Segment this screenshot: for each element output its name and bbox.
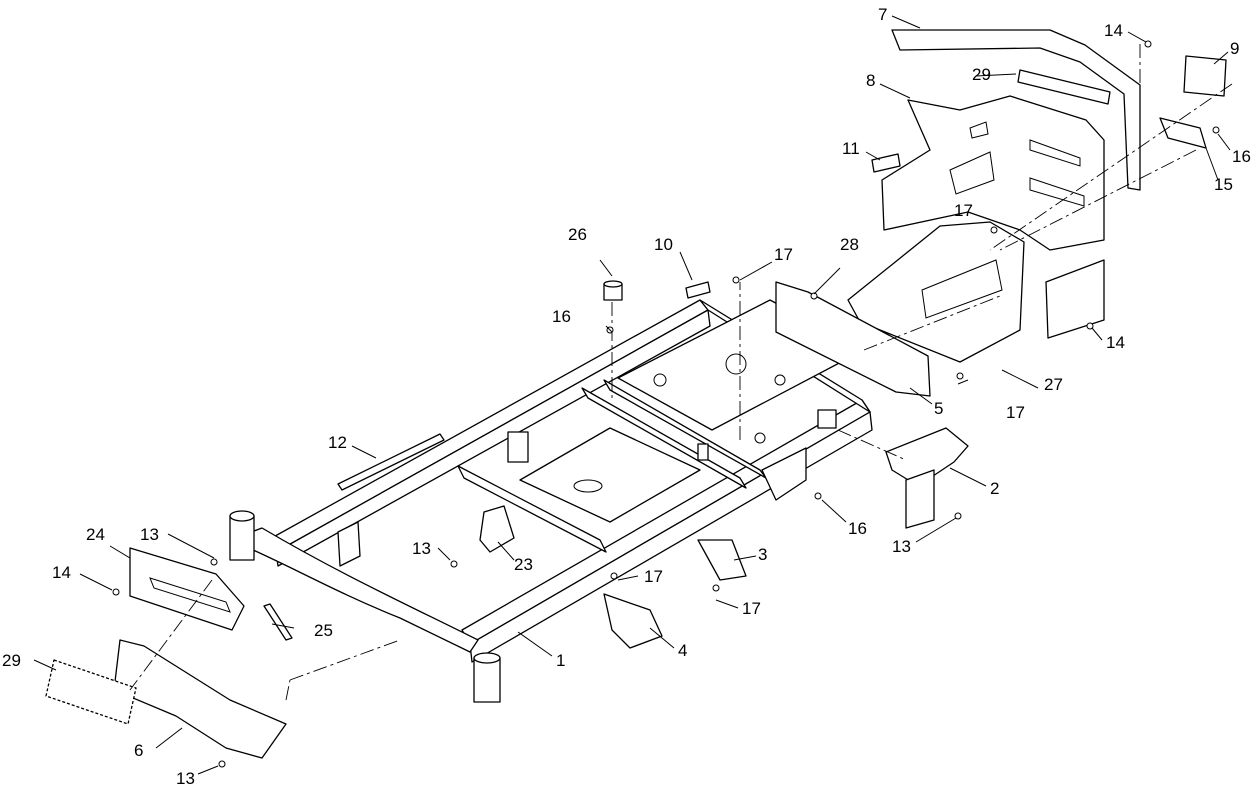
- front-cover-24: [129, 547, 245, 631]
- callout-15: 15: [1214, 175, 1233, 194]
- nut-17: [732, 276, 740, 284]
- bumper-cap: [603, 280, 623, 301]
- callout-27: 27: [1044, 375, 1063, 394]
- caster-tube-left: [229, 510, 255, 561]
- callout-23: 23: [514, 555, 533, 574]
- bolt-13: [954, 512, 962, 520]
- decal-strip: [337, 433, 445, 491]
- callout-12: 12: [328, 433, 347, 452]
- floor-pan-cutout: [573, 479, 603, 493]
- hinge-bracket: [1159, 117, 1207, 149]
- callout-16-top: 16: [1232, 147, 1251, 166]
- strip-lower: [45, 659, 137, 725]
- bolt-14: [1144, 40, 1152, 48]
- rear-firewall: [775, 281, 931, 397]
- bolt-16: [1212, 126, 1220, 134]
- callout-2: 2: [990, 479, 999, 498]
- callout-17-bracket3: 17: [742, 599, 761, 618]
- callout-17-firewall: 17: [1006, 403, 1025, 422]
- callout-17-bracket4: 17: [644, 567, 663, 586]
- seat-panel-slot: [1029, 177, 1085, 207]
- frame-right-rail-side: [469, 411, 873, 663]
- callout-17-seat: 17: [954, 201, 973, 220]
- front-cover-slot: [149, 577, 231, 613]
- leader-lines: [33, 15, 1231, 775]
- bracket-3: [697, 539, 747, 581]
- frame-front-tab: [337, 521, 361, 567]
- callout-13-right: 13: [892, 537, 911, 556]
- nut-17: [610, 572, 618, 580]
- callout-7: 7: [878, 5, 887, 24]
- bolt-16: [814, 492, 822, 500]
- callout-8: 8: [866, 71, 875, 90]
- bolt-13: [450, 560, 458, 568]
- callout-26: 26: [568, 225, 587, 244]
- bolt-14: [1086, 322, 1094, 330]
- callout-6: 6: [134, 741, 143, 760]
- bracket-2-plate: [905, 469, 935, 529]
- callout-labels: 1 2 3 4 5 6 7 8 9 10 11 12 13 13 13 13 1…: [2, 5, 1251, 788]
- caster-tube-right: [473, 652, 501, 703]
- seat-panel-cutout: [949, 151, 995, 195]
- bolt-13: [210, 558, 218, 566]
- plate-hole: [774, 374, 786, 386]
- upper-bracket-arm: [891, 29, 1141, 191]
- plate-hole: [653, 373, 667, 387]
- callout-10: 10: [654, 235, 673, 254]
- front-deflector-6: [113, 639, 287, 759]
- frame-tab: [817, 409, 837, 429]
- callout-3: 3: [758, 545, 767, 564]
- plate-center-hole: [725, 353, 747, 375]
- bolt-14: [112, 588, 120, 596]
- callout-5: 5: [934, 399, 943, 418]
- callout-13-bottom: 13: [176, 769, 195, 788]
- seat-plate-cutout: [921, 259, 1003, 319]
- callout-28: 28: [840, 235, 859, 254]
- frame-mid-cross-center: [581, 387, 747, 489]
- plate-10: [685, 281, 711, 299]
- nut-17: [956, 372, 964, 380]
- decal-11: [871, 153, 901, 173]
- callout-14-right: 14: [1106, 333, 1125, 352]
- callout-9: 9: [1230, 39, 1239, 58]
- callout-14-top: 14: [1104, 21, 1123, 40]
- frame-post: [697, 443, 709, 461]
- frame-tab: [507, 431, 529, 463]
- assembly-lines: [129, 44, 1233, 701]
- frame-floor-pan: [519, 427, 701, 523]
- bracket-2: [885, 427, 969, 487]
- side-panel-right: [1045, 259, 1105, 339]
- callout-25: 25: [314, 621, 333, 640]
- callout-13-center: 13: [412, 539, 431, 558]
- decal-9: [1183, 55, 1227, 97]
- bracket-4: [603, 593, 663, 649]
- callout-4: 4: [678, 641, 687, 660]
- callout-16-lower: 16: [848, 519, 867, 538]
- callout-29-lower: 29: [2, 651, 21, 670]
- nut-17: [990, 226, 998, 234]
- frame-mid-cross-front: [457, 465, 607, 553]
- callout-29-upper: 29: [972, 65, 991, 84]
- pin-25: [263, 603, 293, 641]
- callout-16-center: 16: [552, 307, 571, 326]
- bracket-23: [479, 505, 515, 553]
- frame-front-bumper: [229, 527, 479, 653]
- plate-hole: [754, 432, 766, 444]
- strip-upper: [1017, 69, 1111, 105]
- callout-1: 1: [556, 651, 565, 670]
- callout-11: 11: [842, 139, 860, 158]
- callout-24: 24: [86, 525, 105, 544]
- nut-17: [712, 584, 720, 592]
- callout-13-front: 13: [140, 525, 159, 544]
- main-frame: [229, 299, 873, 703]
- frame-rear-bracket: [761, 447, 807, 501]
- seat-panel-cutout: [969, 121, 989, 139]
- seat-panel-slot: [1029, 139, 1081, 167]
- callout-14-front: 14: [52, 563, 71, 582]
- bolt-13: [218, 760, 226, 768]
- nut-28: [810, 292, 818, 300]
- callout-17-rear: 17: [774, 245, 793, 264]
